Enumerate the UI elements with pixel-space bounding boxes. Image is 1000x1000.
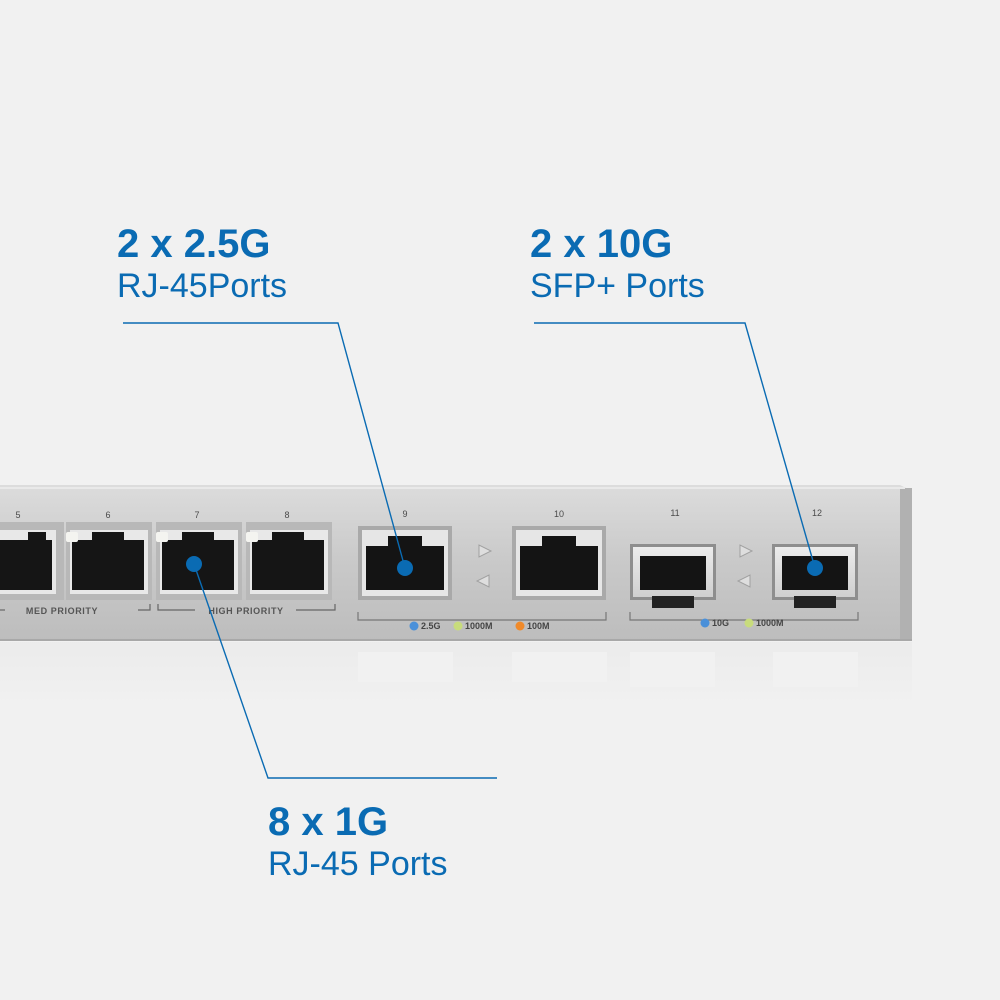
rj45-1g-ports <box>0 522 332 600</box>
rj45-speed-legend: 2.5G 1000M 100M <box>409 621 550 631</box>
leader-line-2-5g <box>123 322 406 569</box>
switch-reflection <box>0 642 912 702</box>
rj45-port-4 <box>0 530 56 594</box>
legend-label: 100M <box>527 621 550 631</box>
callout-1g-title: 8 x 1G <box>268 800 389 844</box>
rj45-legend-bracket <box>357 612 607 621</box>
legend-label: 10G <box>712 618 729 628</box>
callout-2-5g-title: 2 x 2.5G <box>117 222 271 266</box>
high-priority-label: HIGH PRIORITY <box>208 606 283 616</box>
led-dot-icon <box>515 621 525 631</box>
port-number-8: 8 <box>284 510 289 520</box>
led-dot-icon <box>453 621 463 631</box>
leader-line-10g <box>534 322 816 569</box>
port-number-10: 10 <box>554 509 564 519</box>
callout-10g: 2 x 10G SFP+ Ports <box>530 222 705 306</box>
link-arrow-right-icon <box>478 544 493 558</box>
sfp-legend-bracket <box>629 612 859 621</box>
sfp-port-11 <box>630 544 716 608</box>
port-number-12: 12 <box>812 508 822 518</box>
callout-10g-subtitle: SFP+ Ports <box>530 267 705 305</box>
callout-1g: 8 x 1G RJ-45 Ports <box>268 800 448 884</box>
port-number-11: 11 <box>670 508 679 518</box>
port-7-marker <box>186 556 202 572</box>
rj45-port-10 <box>512 526 606 600</box>
leader-line-1g <box>193 563 497 779</box>
callout-2-5g: 2 x 2.5G RJ-45Ports <box>117 222 287 306</box>
sfp-link-arrow-right-icon <box>739 544 754 558</box>
priority-brackets <box>0 604 336 611</box>
led-dot-icon <box>744 618 754 628</box>
rj45-port-9 <box>358 526 452 600</box>
led-dot-icon <box>409 621 419 631</box>
port-number-7: 7 <box>194 510 199 520</box>
port-number-6: 6 <box>105 510 110 520</box>
rj45-port-6 <box>66 530 148 594</box>
port-number-9: 9 <box>402 509 407 519</box>
med-priority-label: MED PRIORITY <box>26 606 98 616</box>
callout-10g-title: 2 x 10G <box>530 222 673 266</box>
sfp-speed-legend: 10G 1000M <box>700 618 784 628</box>
port-9-marker <box>397 560 413 576</box>
legend-label: 2.5G <box>421 621 441 631</box>
port-number-5: 5 <box>15 510 20 520</box>
link-arrow-left-icon <box>475 574 490 588</box>
sfp-link-arrow-left-icon <box>736 574 751 588</box>
legend-label: 1000M <box>756 618 784 628</box>
port-12-marker <box>807 560 823 576</box>
legend-label: 1000M <box>465 621 493 631</box>
led-dot-icon <box>700 618 710 628</box>
callout-1g-subtitle: RJ-45 Ports <box>268 845 448 883</box>
rj45-2-5g-ports <box>358 526 606 600</box>
callout-2-5g-subtitle: RJ-45Ports <box>117 267 288 305</box>
rj45-port-8 <box>246 530 328 594</box>
